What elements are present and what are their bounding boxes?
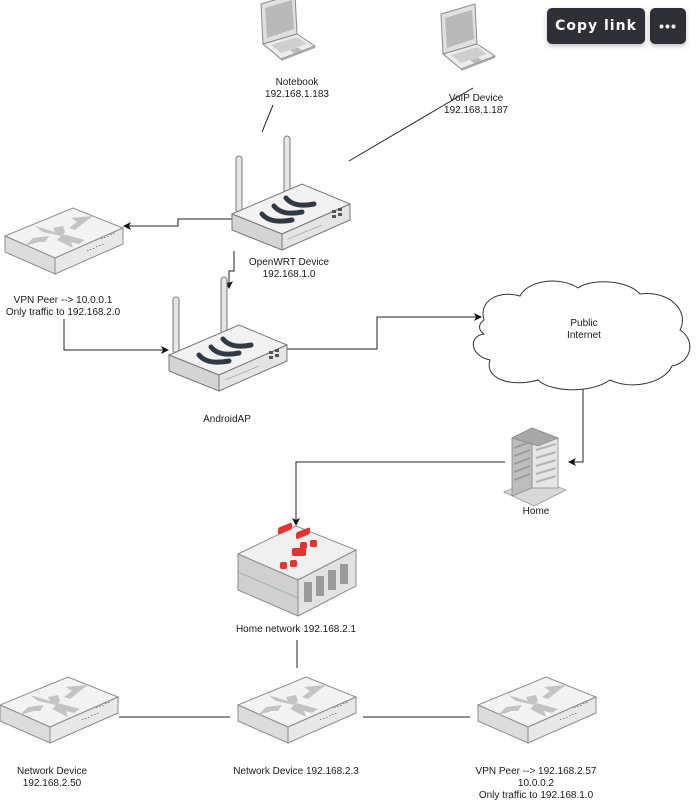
internet-label: Public Internet — [567, 318, 601, 342]
internet-line-1: Public — [570, 318, 598, 329]
edge-internet-home — [568, 388, 584, 466]
edge-openwrt-androidap — [225, 251, 235, 289]
vpn-peer-1-line-1: VPN Peer --> 10.0.0.1 — [13, 295, 113, 306]
network-device-50-name: Network Device — [16, 766, 88, 777]
edge-androidap-internet — [286, 313, 482, 350]
voip-label: VoIP Device 192.168.1.187 — [444, 93, 508, 117]
edges — [63, 87, 584, 718]
voip-ip: 192.168.1.187 — [444, 105, 508, 116]
viewer-toolbar: Copy link ••• — [547, 8, 686, 44]
vpn-peer-1-label: VPN Peer --> 10.0.0.1 Only traffic to 19… — [6, 295, 120, 319]
home-network-label: Home network 192.168.2.1 — [236, 624, 356, 636]
voip-laptop-icon[interactable] — [440, 3, 496, 72]
notebook-ip: 192.168.1.183 — [265, 89, 329, 100]
androidap-label: AndroidAP — [203, 414, 251, 426]
androidap-name: AndroidAP — [203, 414, 251, 425]
home-network-name: Home network 192.168.2.1 — [235, 624, 357, 635]
edge-notebook-openwrt — [261, 104, 274, 133]
network-device-3-label: Network Device 192.168.2.3 — [233, 766, 359, 778]
internet-cloud-icon[interactable] — [473, 280, 691, 391]
voip-name: VoIP Device — [448, 93, 504, 104]
copy-link-button[interactable]: Copy link — [547, 8, 645, 44]
home-label: Home — [523, 506, 550, 518]
home-name: Home — [522, 506, 550, 517]
network-device-3-network-switch-icon[interactable] — [237, 676, 357, 744]
network-device-3-name: Network Device 192.168.2.3 — [233, 766, 359, 777]
edge-voip-openwrt — [348, 87, 474, 162]
network-device-50-label: Network Device 192.168.2.50 — [17, 766, 87, 790]
network-device-50-ip: 192.168.2.50 — [22, 778, 82, 789]
home-building-icon[interactable] — [503, 427, 567, 507]
androidap-wireless-router-icon[interactable] — [169, 277, 287, 391]
notebook-laptop-icon[interactable] — [260, 0, 316, 62]
more-options-button[interactable]: ••• — [650, 8, 686, 44]
openwrt-wireless-router-icon[interactable] — [232, 136, 350, 250]
vpn-peer-2-network-switch-icon[interactable] — [477, 676, 597, 744]
more-horizontal-icon: ••• — [659, 18, 677, 34]
edge-openwrt-vpn-peer-1 — [123, 218, 232, 230]
openwrt-name: OpenWRT Device — [248, 257, 330, 268]
notebook-label: Notebook 192.168.1.183 — [265, 77, 329, 101]
vpn-peer-1-line-2: Only traffic to 192.168.2.0 — [5, 307, 121, 318]
openwrt-ip: 192.168.1.0 — [262, 269, 316, 280]
edge-home-home-network — [292, 461, 505, 526]
home-network-firewall-appliance-icon[interactable] — [236, 522, 358, 617]
edge-vpn-peer-1-androidap — [63, 319, 169, 354]
vpn-peer-2-line-2: 10.0.0.2 — [517, 778, 555, 789]
vpn-peer-2-line-1: VPN Peer --> 192.168.2.57 — [475, 766, 597, 777]
network-device-50-network-switch-icon[interactable] — [0, 676, 119, 744]
notebook-name: Notebook — [275, 77, 319, 88]
vpn-peer-1-network-switch-icon[interactable] — [4, 207, 124, 275]
openwrt-label: OpenWRT Device 192.168.1.0 — [249, 257, 329, 281]
vpn-peer-2-label: VPN Peer --> 192.168.2.57 10.0.0.2 Only … — [476, 766, 597, 802]
internet-line-2: Internet — [567, 330, 601, 341]
vpn-peer-2-line-3: Only traffic to 192.168.1.0 — [478, 790, 594, 801]
